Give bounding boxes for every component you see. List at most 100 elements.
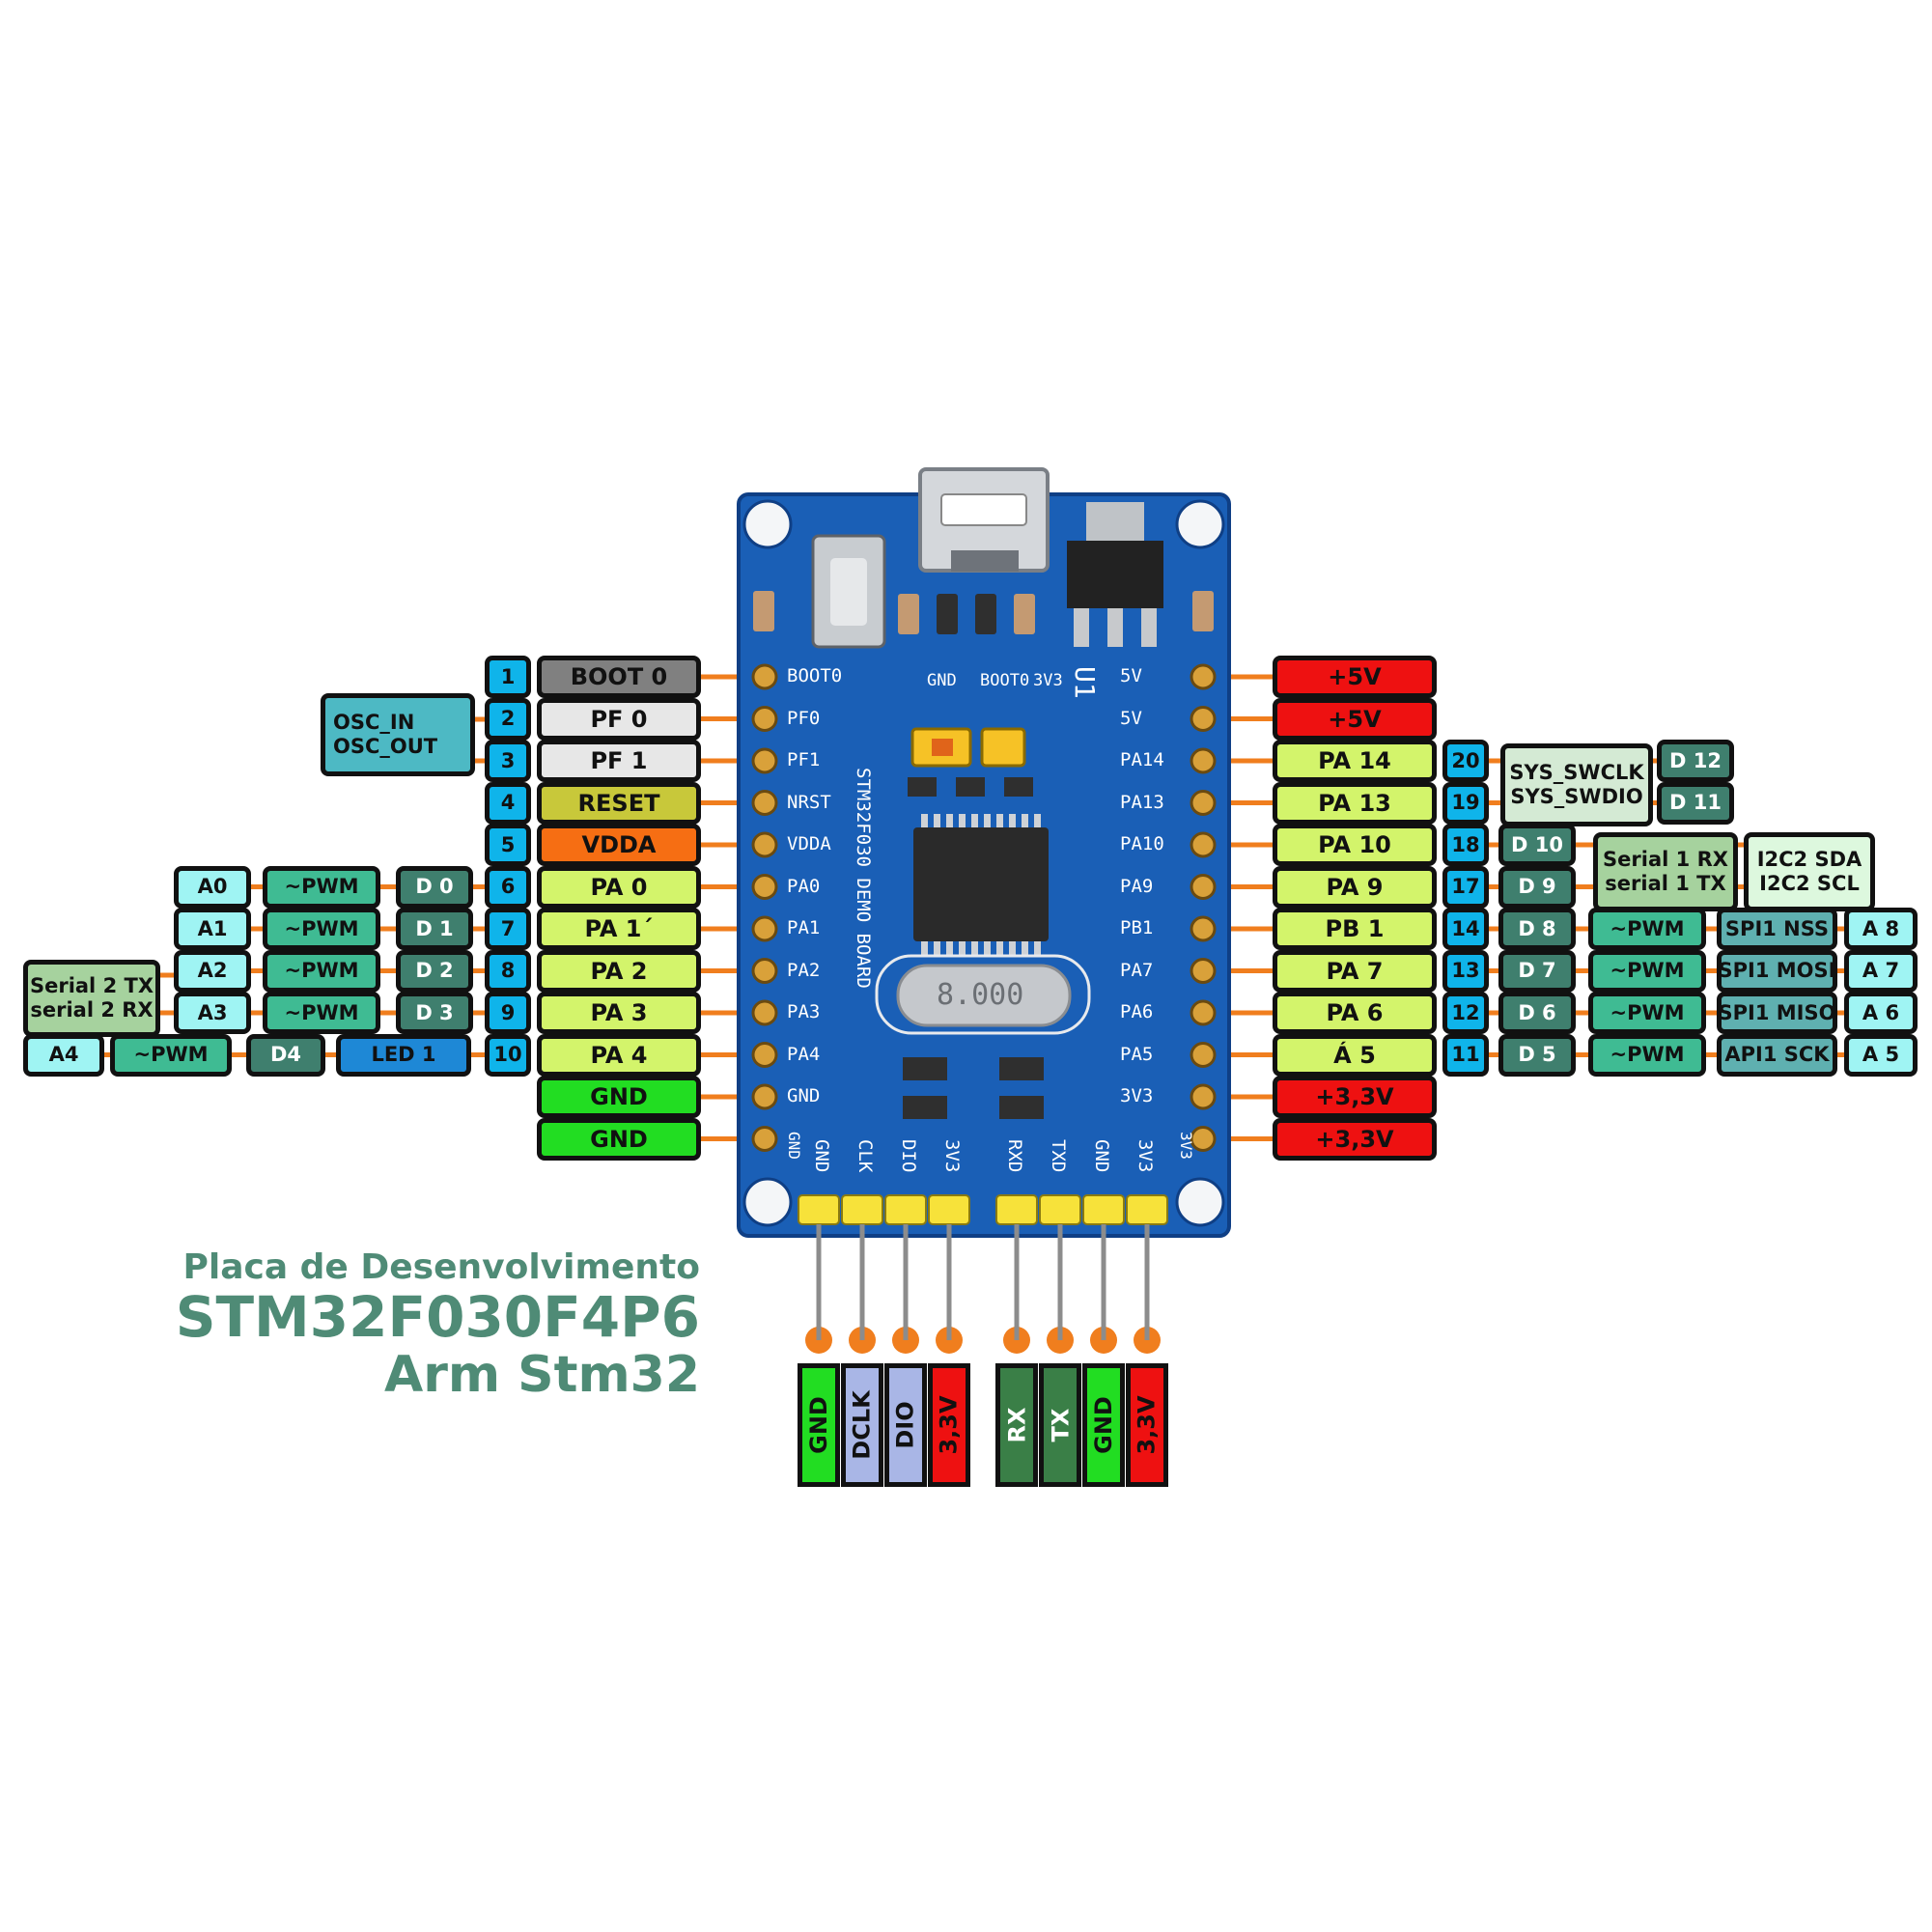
corner-3v3-label: 3V3 bbox=[1177, 1132, 1195, 1160]
header-hole bbox=[751, 915, 778, 942]
digital-label-D4: D4 bbox=[246, 1033, 325, 1077]
silk-left-7: PA1 bbox=[787, 917, 821, 938]
header-hole bbox=[751, 958, 778, 984]
silk-top-2: BOOT0 bbox=[980, 671, 1030, 690]
analog-label-A2: A2 bbox=[174, 949, 251, 993]
smd-component bbox=[903, 1057, 947, 1080]
silk-right-3: PA14 bbox=[1120, 749, 1164, 770]
header-hole bbox=[751, 790, 778, 816]
right-pin-label-4: PA 13 bbox=[1273, 781, 1437, 825]
pwm-label-right-1: ~PWM bbox=[1588, 908, 1706, 950]
smd-component bbox=[898, 594, 919, 634]
mcu-leg bbox=[971, 814, 978, 827]
silk-right-9: PA6 bbox=[1120, 1001, 1154, 1022]
spi-label-4: API1 SCK bbox=[1717, 1033, 1837, 1077]
header-hole bbox=[751, 747, 778, 774]
silk-left-9: PA3 bbox=[787, 1001, 821, 1022]
bottom-pin-label-4: 3,3V bbox=[928, 1363, 970, 1487]
smd-component bbox=[903, 1096, 947, 1119]
left-pin-number-4: 4 bbox=[485, 781, 531, 825]
spi-label-1: SPI1 NSS bbox=[1717, 908, 1837, 950]
header-hole bbox=[751, 831, 778, 858]
header-hole bbox=[751, 663, 778, 690]
silk-right-8: PA7 bbox=[1120, 959, 1154, 981]
silk-left-2: PF0 bbox=[787, 707, 821, 729]
header-hole bbox=[1190, 706, 1217, 732]
analog-label-A7: A 7 bbox=[1844, 949, 1918, 993]
bottom-header-block bbox=[1039, 1194, 1081, 1225]
bottom-header-block bbox=[1126, 1194, 1168, 1225]
caption-line-2: STM32F030F4P6 bbox=[175, 1284, 700, 1350]
pwm-label-left-1: ~PWM bbox=[263, 865, 380, 909]
silk-bottom-5: RXD bbox=[1004, 1139, 1025, 1173]
i2c-label-line-2: I2C2 SCL bbox=[1759, 872, 1860, 895]
mcu-leg bbox=[1034, 941, 1041, 955]
silk-bottom-1: GND bbox=[811, 1139, 832, 1173]
digital-label-D9: D 9 bbox=[1498, 865, 1576, 909]
header-hole bbox=[751, 999, 778, 1026]
right-pin-number-12: 12 bbox=[1442, 992, 1489, 1034]
pwm-label-left-2: ~PWM bbox=[263, 908, 380, 950]
digital-label-D6: D 6 bbox=[1498, 992, 1576, 1034]
header-hole bbox=[1190, 1083, 1217, 1110]
serial1-label-line-1: Serial 1 RX bbox=[1603, 848, 1728, 871]
bottom-header-block bbox=[928, 1194, 970, 1225]
analog-label-A5: A 5 bbox=[1844, 1033, 1918, 1077]
bottom-pin-label-3-text: DIO bbox=[892, 1401, 920, 1449]
osc-label-line-2: OSC_OUT bbox=[333, 735, 438, 758]
serial2-label-line-1: Serial 2 TX bbox=[29, 974, 154, 997]
bottom-pin-label-3: DIO bbox=[884, 1363, 927, 1487]
led-label: LED 1 bbox=[336, 1033, 471, 1077]
serial1-label-line-2: serial 1 TX bbox=[1605, 872, 1726, 895]
header-hole bbox=[1190, 747, 1217, 774]
left-pin-label-5: VDDA bbox=[537, 824, 701, 866]
bottom-pin-label-7: GND bbox=[1082, 1363, 1125, 1487]
mcu-leg bbox=[996, 814, 1003, 827]
right-pin-label-6: PA 9 bbox=[1273, 865, 1437, 909]
bottom-pin-label-4-text: 3,3V bbox=[936, 1395, 963, 1455]
silk-left-11: GND bbox=[787, 1085, 821, 1106]
right-pin-label-12: +3,3V bbox=[1273, 1117, 1437, 1161]
mcu-leg bbox=[984, 814, 991, 827]
header-hole bbox=[1190, 1042, 1217, 1068]
header-hole bbox=[1190, 915, 1217, 942]
voltage-regulator bbox=[1086, 502, 1144, 541]
digital-label-D7: D 7 bbox=[1498, 949, 1576, 993]
bottom-pin-label-8-text: 3,3V bbox=[1134, 1395, 1161, 1455]
digital-label-D3: D 3 bbox=[396, 992, 473, 1034]
mcu-leg bbox=[1034, 814, 1041, 827]
header-hole bbox=[1190, 831, 1217, 858]
serial2-label-line-2: serial 2 RX bbox=[30, 998, 154, 1022]
pwm-label-left-5: ~PWM bbox=[110, 1033, 232, 1077]
digital-label-D1: D 1 bbox=[396, 908, 473, 950]
right-pin-label-1: +5V bbox=[1273, 656, 1437, 698]
mcu-leg bbox=[1009, 814, 1016, 827]
left-pin-number-10: 10 bbox=[485, 1033, 531, 1077]
right-pin-number-11: 11 bbox=[1442, 1033, 1489, 1077]
left-pin-number-5: 5 bbox=[485, 824, 531, 866]
right-pin-label-5: PA 10 bbox=[1273, 824, 1437, 866]
left-pin-number-6: 6 bbox=[485, 865, 531, 909]
silk-bottom-4: 3V3 bbox=[941, 1139, 963, 1173]
crystal bbox=[896, 964, 1072, 1027]
left-pin-number-9: 9 bbox=[485, 992, 531, 1034]
left-pin-label-1: BOOT 0 bbox=[537, 656, 701, 698]
smd-component bbox=[937, 594, 958, 634]
bottom-header-block bbox=[884, 1194, 927, 1225]
bottom-pin-label-8: 3,3V bbox=[1126, 1363, 1168, 1487]
right-pin-label-8: PA 7 bbox=[1273, 949, 1437, 993]
silk-right-2: 5V bbox=[1120, 707, 1142, 729]
mcu-leg bbox=[921, 941, 928, 955]
bottom-pin-label-6-text: TX bbox=[1047, 1408, 1074, 1442]
mcu-leg bbox=[996, 941, 1003, 955]
analog-label-A6: A 6 bbox=[1844, 992, 1918, 1034]
bottom-pin-label-7-text: GND bbox=[1090, 1396, 1117, 1454]
header-holes bbox=[751, 663, 1217, 1152]
smd-component bbox=[999, 1057, 1044, 1080]
pwm-label-right-4: ~PWM bbox=[1588, 1033, 1706, 1077]
left-pin-label-8: PA 2 bbox=[537, 949, 701, 993]
